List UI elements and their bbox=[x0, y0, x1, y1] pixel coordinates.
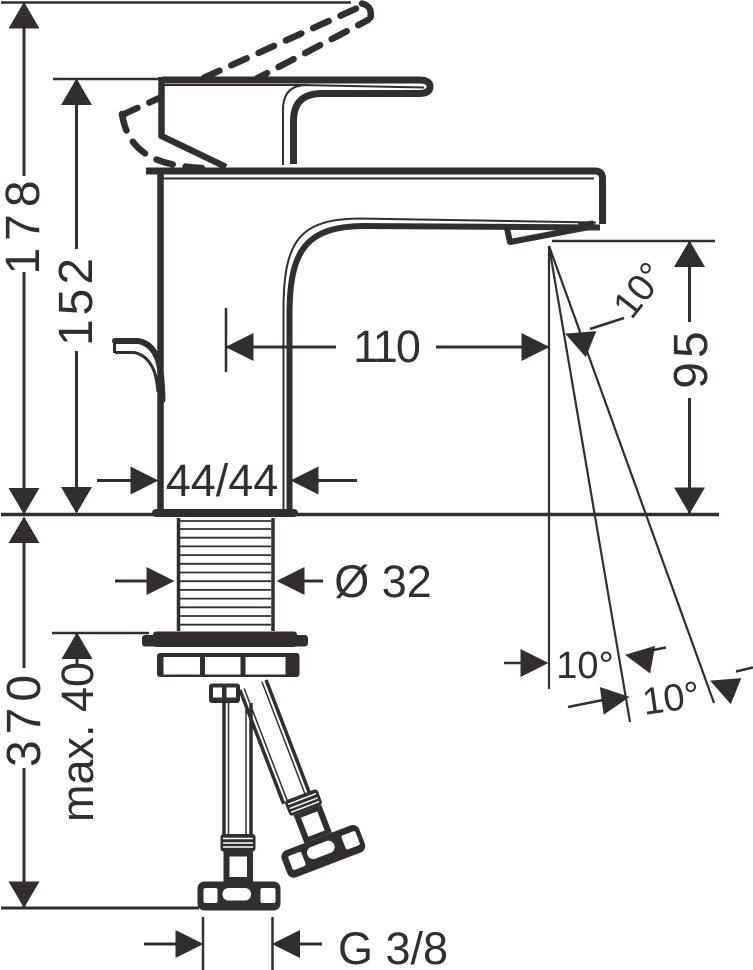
svg-text:Ø 32: Ø 32 bbox=[334, 556, 432, 607]
svg-text:44/44: 44/44 bbox=[166, 455, 279, 506]
svg-text:G 3/8: G 3/8 bbox=[338, 923, 448, 970]
svg-text:10°: 10° bbox=[640, 674, 703, 724]
svg-text:178: 178 bbox=[0, 173, 50, 274]
svg-text:370: 370 bbox=[0, 669, 51, 767]
svg-text:110: 110 bbox=[353, 321, 420, 372]
svg-text:10°: 10° bbox=[556, 645, 613, 687]
svg-text:95: 95 bbox=[665, 327, 718, 388]
svg-text:max. 40: max. 40 bbox=[52, 662, 103, 822]
svg-text:152: 152 bbox=[50, 254, 103, 346]
